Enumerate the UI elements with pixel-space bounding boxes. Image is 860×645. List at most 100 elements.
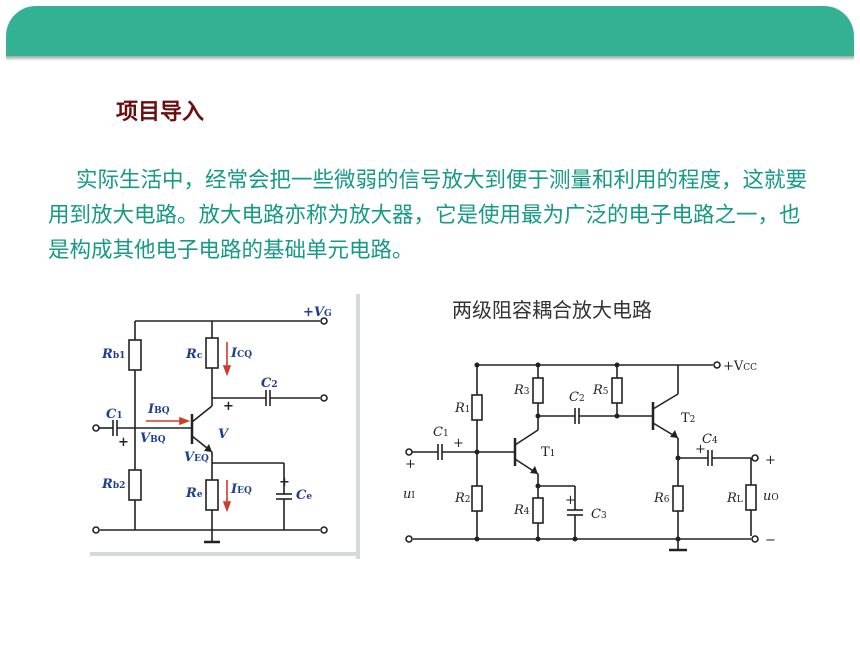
svg-text:C3: C3 (591, 507, 607, 522)
svg-text:VEQ: VEQ (184, 450, 209, 465)
output-plus: + (765, 453, 776, 468)
svg-text:R2: R2 (454, 491, 471, 506)
ce-sub: e (306, 492, 312, 502)
svg-text:RL: RL (726, 491, 743, 506)
svg-text:+VCC: +VCC (723, 359, 757, 374)
ce-label: C (296, 488, 307, 503)
header-bar (6, 6, 854, 56)
re-sub: e (197, 490, 203, 500)
svg-text:T2: T2 (681, 411, 695, 426)
intro-paragraph: 实际生活中，经常会把一些微弱的信号放大到便于测量和利用的程度，这就要用到放大电路… (48, 168, 808, 263)
r2-sub: 2 (465, 495, 471, 505)
c4-sub: 4 (712, 436, 718, 446)
section-title: 项目导入 (116, 100, 205, 125)
t2-sub: 2 (690, 415, 696, 425)
vg-label: +V (303, 305, 326, 320)
v-label: V (218, 427, 230, 442)
c2-sub: 2 (271, 380, 277, 390)
c2-label-right: C (569, 390, 579, 405)
c3-sub: 3 (601, 511, 607, 521)
svg-text:uO: uO (763, 489, 779, 504)
svg-text:+VG: +VG (303, 305, 332, 320)
output-minus: − (765, 533, 776, 548)
uo-sub: O (771, 493, 778, 503)
icq-sub: CQ (237, 350, 252, 360)
r6-sub: 6 (664, 495, 670, 505)
svg-text:Rb1: Rb1 (101, 347, 125, 362)
rb2-label: R (101, 477, 113, 492)
r5-label: R (592, 383, 603, 398)
c2-label: C (261, 376, 272, 391)
svg-text:C2: C2 (261, 376, 278, 391)
vcc-label: +V (723, 359, 744, 374)
ui-label: u (403, 487, 411, 502)
right-circuit-title: 两级阻容耦合放大电路 (452, 298, 652, 322)
icq-label: I (230, 346, 238, 361)
svg-text:IBQ: IBQ (147, 402, 170, 417)
t2-label: T (681, 411, 690, 426)
c3-plus: + (565, 493, 576, 508)
svg-text:IEQ: IEQ (230, 482, 252, 497)
c4-plus: + (695, 442, 706, 457)
svg-text:T1: T1 (541, 445, 555, 460)
ibq-label: I (147, 402, 155, 417)
r3-label: R (513, 383, 524, 398)
svg-text:Ce: Ce (296, 488, 312, 503)
svg-text:Re: Re (185, 486, 203, 501)
svg-text:C1: C1 (433, 425, 449, 440)
c1-label: C (106, 407, 117, 422)
single-stage-amplifier-diagram: +VG Rb1 Rb2 Rc Re ICQ IEQ IBQ VBQ VEQ C1… (70, 294, 370, 559)
input-plus: + (405, 457, 416, 472)
svg-text:R4: R4 (513, 503, 530, 518)
svg-text:C1: C1 (106, 407, 123, 422)
ieq-sub: EQ (237, 486, 252, 496)
rc-label: R (185, 347, 197, 362)
c1-label-right: C (433, 425, 443, 440)
svg-text:ICQ: ICQ (230, 346, 252, 361)
svg-text:Rb2: Rb2 (101, 477, 125, 492)
ce-plus: + (279, 475, 290, 490)
svg-text:Rc: Rc (185, 347, 203, 362)
c1-sub: 1 (116, 411, 122, 421)
r5-sub: 5 (603, 387, 609, 397)
ieq-label: I (230, 482, 238, 497)
svg-text:C2: C2 (569, 390, 585, 405)
c1-plus-right: + (453, 436, 464, 451)
re-label: R (185, 486, 197, 501)
vbq-sub: BQ (150, 435, 166, 445)
veq-label: V (184, 450, 196, 465)
vg-sub: G (324, 309, 332, 319)
r1-sub: 1 (465, 405, 471, 415)
t1-sub: 1 (550, 449, 556, 459)
svg-text:R1: R1 (454, 401, 471, 416)
c1-plus: + (118, 435, 129, 450)
r4-sub: 4 (524, 507, 530, 517)
ibq-sub: BQ (154, 406, 170, 416)
rb1-sub: b1 (113, 351, 126, 361)
c2-plus: + (223, 399, 234, 414)
r4-label: R (513, 503, 524, 518)
vbq-label: V (140, 431, 152, 446)
svg-text:R3: R3 (513, 383, 530, 398)
rb2-sub: b2 (113, 481, 126, 491)
svg-text:uI: uI (403, 487, 415, 502)
ui-sub: I (411, 491, 415, 501)
r6-label: R (653, 491, 664, 506)
r2-label: R (454, 491, 465, 506)
rb1-label: R (101, 347, 113, 362)
veq-sub: EQ (194, 454, 209, 464)
c3-label: C (591, 507, 601, 522)
uo-label: u (763, 489, 771, 504)
c2-sub-right: 2 (579, 394, 585, 404)
svg-text:R6: R6 (653, 491, 670, 506)
header-shadow (6, 56, 854, 61)
svg-text:C4: C4 (702, 432, 718, 447)
svg-text:VBQ: VBQ (140, 431, 166, 446)
r3-sub: 3 (524, 387, 530, 397)
t1-label: T (541, 445, 550, 460)
c4-label: C (702, 432, 712, 447)
svg-text:R5: R5 (592, 383, 609, 398)
r1-label: R (454, 401, 465, 416)
rl-sub: L (737, 495, 743, 505)
vcc-sub: CC (743, 363, 757, 373)
